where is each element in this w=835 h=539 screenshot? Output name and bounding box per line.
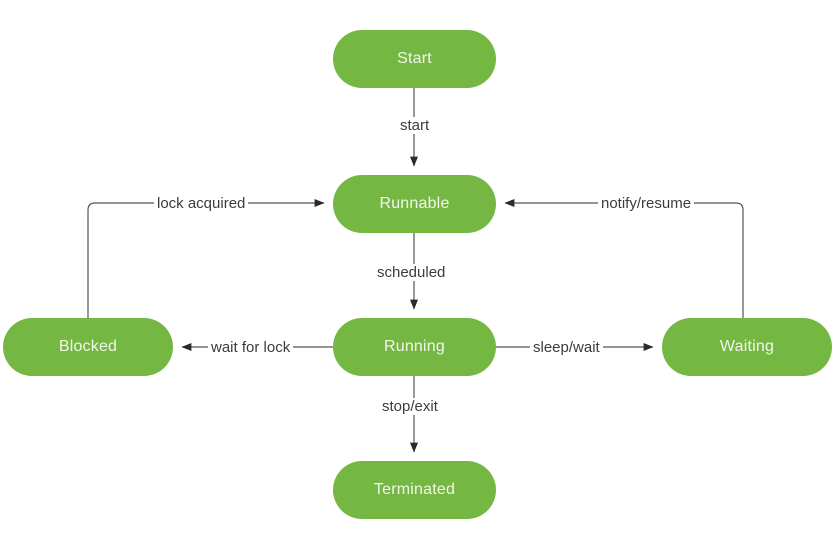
edge-label-lock-acquired: lock acquired bbox=[154, 195, 249, 212]
edge-label-start: start bbox=[397, 117, 433, 134]
state-node-terminated[interactable]: Terminated bbox=[333, 461, 496, 519]
state-node-label: Blocked bbox=[58, 338, 118, 355]
state-node-waiting[interactable]: Waiting bbox=[662, 318, 832, 376]
state-node-label: Waiting bbox=[719, 338, 775, 355]
state-node-runnable[interactable]: Runnable bbox=[333, 175, 496, 233]
edge-label-wait-for-lock: wait for lock bbox=[208, 339, 294, 356]
state-node-label: Running bbox=[383, 338, 445, 355]
state-node-label: Terminated bbox=[373, 481, 456, 498]
edge-blocked-to-runnable bbox=[87, 199, 325, 318]
state-node-label: Start bbox=[397, 50, 432, 67]
state-node-label: Runnable bbox=[379, 195, 450, 212]
edge-label-sleep-wait: sleep/wait bbox=[530, 339, 603, 356]
edge-label-scheduled: scheduled bbox=[374, 264, 449, 281]
state-node-start[interactable]: Start bbox=[333, 30, 496, 88]
edge-waiting-to-runnable bbox=[504, 199, 744, 318]
state-node-running[interactable]: Running bbox=[333, 318, 496, 376]
edge-label-stop-exit: stop/exit bbox=[379, 398, 441, 415]
edge-label-notify-resume: notify/resume bbox=[598, 195, 695, 212]
state-node-blocked[interactable]: Blocked bbox=[3, 318, 173, 376]
